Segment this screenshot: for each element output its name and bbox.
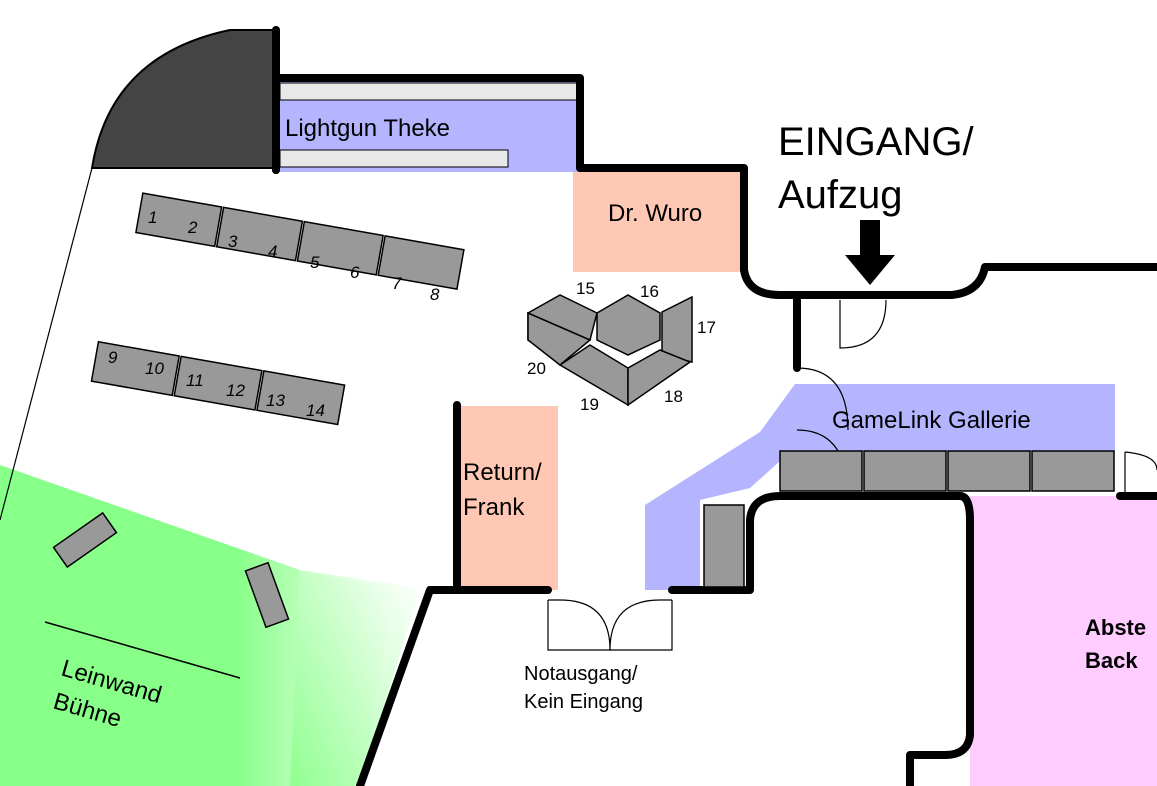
table-number: 14 <box>306 401 325 420</box>
drwuro-zone <box>573 172 744 272</box>
lightgun-counter-top <box>279 82 578 101</box>
table-17 <box>661 295 693 363</box>
table-number: 9 <box>108 348 118 367</box>
gamelink-label: GameLink Gallerie <box>832 407 1031 434</box>
table-16 <box>596 294 661 356</box>
table-number: 7 <box>392 274 402 293</box>
eingang-label: EINGANG/ <box>778 120 974 164</box>
table-9-10 <box>90 340 181 397</box>
table-3-4 <box>215 206 304 262</box>
table-13-14 <box>256 370 346 426</box>
stage-prop-1 <box>52 511 118 569</box>
backstage-zone <box>970 496 1157 786</box>
table-number: 19 <box>580 395 599 414</box>
table-number: 8 <box>430 285 440 304</box>
table-1-2 <box>135 192 223 248</box>
table-row-2 <box>90 340 346 426</box>
gallery-tables <box>703 450 1115 588</box>
aufzug-label: Aufzug <box>778 173 903 217</box>
lightgun-counter <box>279 149 509 168</box>
door-emergency-left[interactable] <box>547 599 611 651</box>
dark-corner <box>90 29 277 169</box>
table-number: 20 <box>527 359 546 378</box>
frank-label: Frank <box>463 494 525 521</box>
cluster-numbers: 15 16 17 18 19 20 <box>527 279 716 414</box>
table-number: 5 <box>310 253 320 272</box>
table-row-1 <box>135 192 465 290</box>
table-number: 13 <box>266 391 285 410</box>
gamelink-zone <box>645 384 1115 590</box>
table-5-6 <box>296 220 385 276</box>
table-number: 3 <box>228 232 238 251</box>
door-right-edge[interactable] <box>1124 451 1157 496</box>
drwuro-label: Dr. Wuro <box>608 200 702 227</box>
table-number: 17 <box>697 318 716 337</box>
row1-numbers: 1 2 3 4 5 6 7 8 <box>148 208 440 304</box>
table-18 <box>627 349 692 407</box>
gallery-table-side <box>703 504 745 588</box>
wall-bottom-right <box>453 492 974 786</box>
table-number: 4 <box>268 242 277 261</box>
gallery-table-1 <box>779 450 863 492</box>
table-number: 18 <box>664 387 683 406</box>
door-entry[interactable] <box>839 299 887 349</box>
table-number: 15 <box>576 279 595 298</box>
entry-arrow-icon <box>845 220 895 285</box>
return-zone <box>458 406 558 590</box>
table-number: 6 <box>350 263 360 282</box>
stage-prop-2 <box>244 561 290 629</box>
return-label: Return/ <box>463 459 542 486</box>
outer-wall-thin <box>0 167 93 521</box>
backstage-label-2: Back <box>1085 648 1138 673</box>
door-emergency-right[interactable] <box>609 599 673 651</box>
table-number: 12 <box>226 381 245 400</box>
table-number: 16 <box>640 282 659 301</box>
wall-lightgun <box>272 74 1157 299</box>
row2-numbers: 9 10 11 12 13 14 <box>108 348 325 420</box>
table-number: 11 <box>186 371 204 390</box>
gallery-table-3 <box>947 450 1031 492</box>
lightgun-label: Lightgun Theke <box>285 115 450 142</box>
table-11-12 <box>173 355 263 411</box>
table-7-8 <box>377 234 465 290</box>
table-number: 1 <box>148 208 157 227</box>
stage-line <box>44 621 241 679</box>
table-number: 10 <box>145 359 164 378</box>
stage-zone-fade <box>290 570 420 786</box>
gallery-table-4 <box>1031 450 1115 492</box>
notausgang-label: Notausgang/ <box>524 663 638 685</box>
gallery-table-2 <box>863 450 947 492</box>
kein-eingang-label: Kein Eingang <box>524 691 643 713</box>
table-cluster <box>527 294 693 407</box>
table-number: 2 <box>187 218 198 237</box>
wall-bottom <box>356 586 461 786</box>
backstage-label-1: Abste <box>1085 615 1146 640</box>
